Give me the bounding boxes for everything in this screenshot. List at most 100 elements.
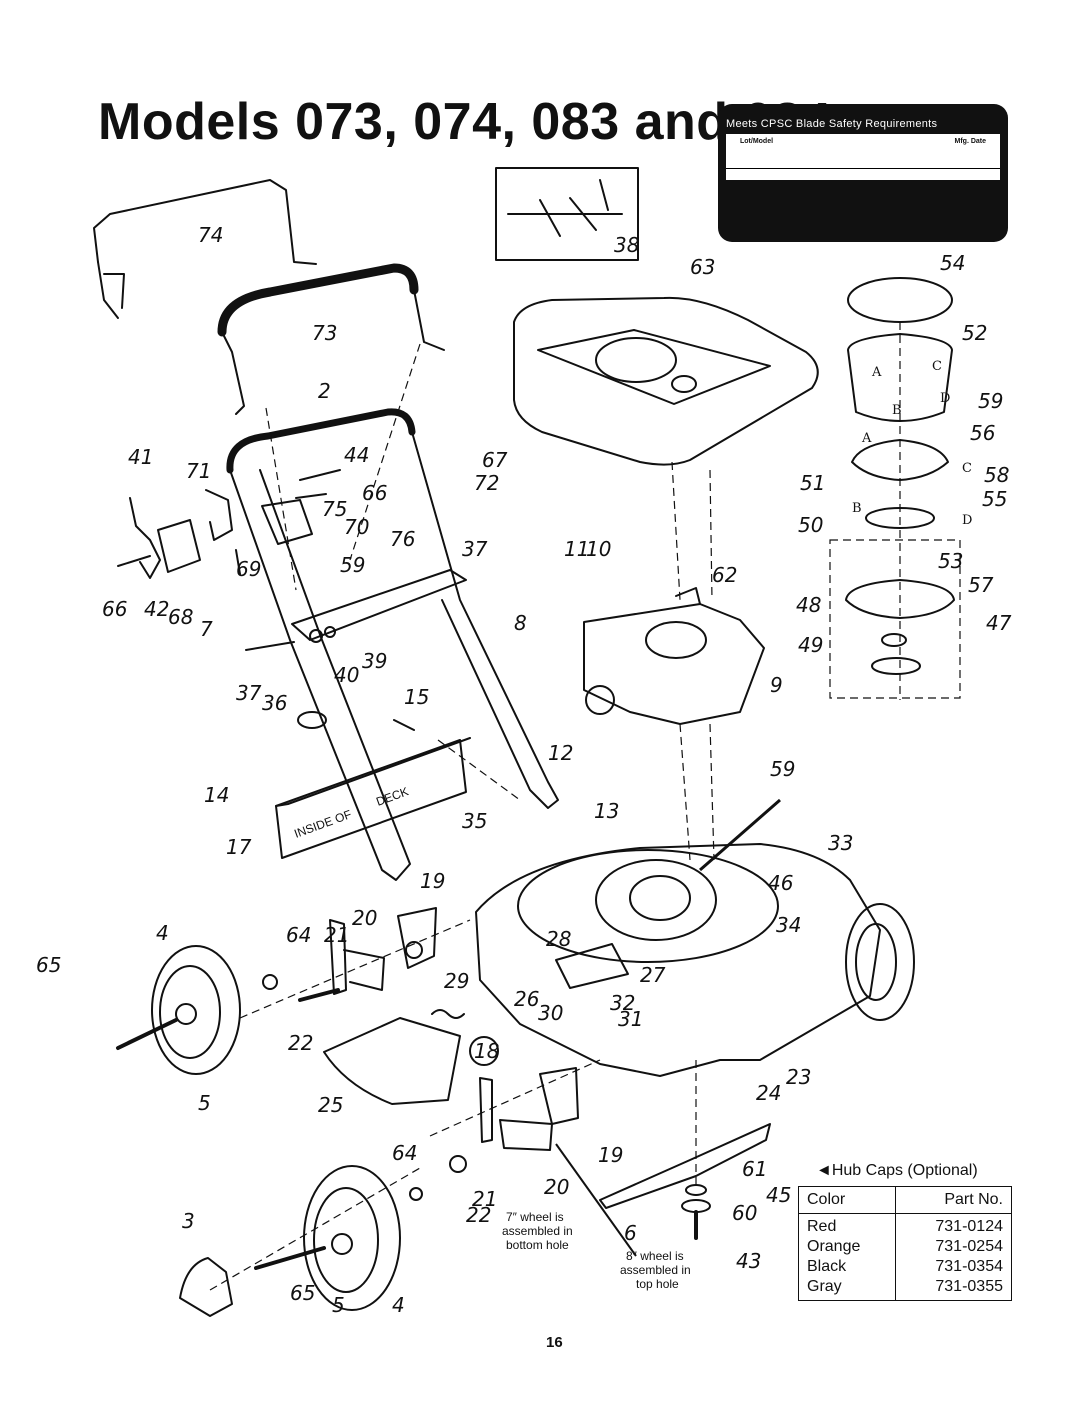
- rear-guard-25: [323, 1017, 461, 1105]
- page-number: 16: [546, 1334, 563, 1351]
- shroud-opening: [595, 337, 677, 383]
- callout-54: 54: [940, 251, 965, 275]
- engine-9: [583, 603, 765, 725]
- mower-deck-33: [475, 843, 881, 1077]
- callout-68: 68: [168, 605, 193, 629]
- callout-19: 19: [420, 869, 445, 893]
- handle-73-left: [221, 331, 245, 415]
- deck-motor-mount: [595, 859, 717, 941]
- hub-cap-color: Black: [798, 1257, 896, 1277]
- control-box-70: [261, 499, 313, 545]
- washer-49: [871, 657, 921, 675]
- callout-21: 21: [324, 923, 349, 947]
- callout-43: 43: [736, 1249, 761, 1273]
- stack-dashed-frame: [829, 539, 961, 699]
- callout-20: 20: [544, 1175, 569, 1199]
- handle-73-right: [413, 289, 445, 351]
- table-row: Red 731-0124: [798, 1213, 1013, 1237]
- safety-label-header: Meets CPSC Blade Safety Requirements: [726, 118, 938, 130]
- bracket-19-upper: [397, 907, 437, 969]
- callout-44: 44: [344, 443, 369, 467]
- callout-17: 17: [226, 835, 252, 859]
- arrow-59-to-deck: [699, 798, 781, 872]
- note-8in-line-2: assembled in: [620, 1263, 691, 1277]
- callout-8: 8: [514, 611, 527, 635]
- wheel-4-upper: [151, 945, 241, 1075]
- hub-caps-col-part: Part No.: [894, 1186, 1013, 1214]
- engine-shroud-63: [513, 296, 819, 466]
- shroud-top-recess: [537, 329, 771, 405]
- callout-36: 36: [262, 691, 287, 715]
- control-lever-41: [129, 497, 161, 579]
- control-box-68: [157, 519, 201, 573]
- callout-55: 55: [982, 487, 1007, 511]
- callout-40: 40: [334, 663, 359, 687]
- callout-74: 74: [198, 223, 223, 247]
- inset-parts: [507, 179, 623, 237]
- wheel-4-lower-hub: [331, 1233, 353, 1255]
- note-7in-line-3: bottom hole: [506, 1238, 569, 1252]
- handle-leader-lines: [265, 343, 421, 591]
- callout-23: 23: [786, 1065, 811, 1089]
- callout-12: 12: [548, 741, 573, 765]
- bolt-22-lower: [449, 1155, 467, 1173]
- callout-9: 9: [770, 673, 783, 697]
- note-7in-wheel: 7″ wheel is assembled in bottom hole: [502, 1210, 576, 1252]
- note-7in-line-1: 7″ wheel is: [506, 1210, 564, 1224]
- callout-5: 5: [198, 1091, 211, 1115]
- mfg-date-label: Mfg. Date: [954, 138, 987, 145]
- bracket-20-lower: [499, 1119, 553, 1151]
- engine-handle-62: [675, 587, 701, 605]
- callout-35: 35: [462, 809, 487, 833]
- clip-36: [297, 711, 327, 729]
- callout-66: 66: [362, 481, 387, 505]
- handle-grip-73: [217, 263, 419, 337]
- deck-plate-lip: [275, 737, 471, 807]
- callout-70: 70: [344, 515, 369, 539]
- callout-46: 46: [768, 871, 793, 895]
- callout-63: 63: [690, 255, 715, 279]
- callout-21: 21: [472, 1187, 497, 1211]
- callout-13: 13: [594, 799, 619, 823]
- callout-69: 69: [236, 557, 261, 581]
- callout-59: 59: [978, 389, 1003, 413]
- callout-39: 39: [362, 649, 387, 673]
- handle-bracket-74: [97, 261, 125, 319]
- handle-to-deck-line: [437, 739, 521, 801]
- callout-42: 42: [144, 597, 169, 621]
- note-8in-line-1: 8″ wheel is: [626, 1249, 684, 1263]
- callout-38: 38: [614, 233, 639, 257]
- engine-pulley: [585, 685, 615, 715]
- callout-48: 48: [796, 593, 821, 617]
- bolt-37-15: [245, 641, 415, 731]
- hub-cap-part-no: 731-0355: [894, 1277, 1013, 1301]
- part-letter-A: A: [861, 431, 872, 446]
- arrow-8in-note: [555, 1143, 637, 1257]
- callout-67: 67: [482, 448, 508, 472]
- callout-66: 66: [102, 597, 127, 621]
- callout-29: 29: [444, 969, 469, 993]
- wheel-axle-lines: [209, 919, 601, 1291]
- callout-41: 41: [128, 445, 153, 469]
- upper-handle-74: [93, 179, 317, 265]
- callout-32: 32: [610, 991, 635, 1015]
- callout-20: 20: [352, 906, 377, 930]
- label-divider: [726, 168, 1000, 169]
- callout-2: 2: [318, 379, 331, 403]
- wheel-bolt-65-lower: [254, 1246, 326, 1270]
- hub-cap-part-no: 731-0254: [894, 1237, 1013, 1257]
- callout-33: 33: [828, 831, 853, 855]
- callout-22: 22: [466, 1203, 491, 1227]
- blade-adapter-57: [845, 579, 955, 619]
- height-lever-lower: [479, 1077, 493, 1143]
- nut-39: [324, 626, 336, 638]
- wheel-4-lower: [303, 1165, 401, 1311]
- note-7in-line-2: assembled in: [502, 1224, 573, 1238]
- housing-52: [847, 333, 953, 422]
- hub-caps-table: Color Part No. Red 731-0124 Orange 731-0…: [798, 1186, 1013, 1301]
- deck-top-ring: [517, 849, 779, 963]
- callout-50: 50: [798, 513, 823, 537]
- callout-10: 10: [586, 537, 611, 561]
- inset-box-38: [495, 167, 639, 261]
